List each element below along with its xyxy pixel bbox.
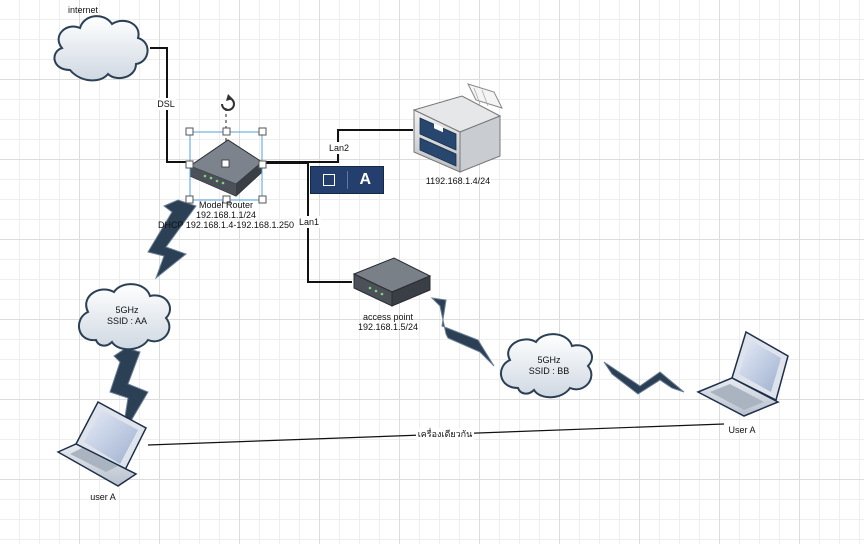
text-style-button[interactable]: A <box>348 167 384 193</box>
svg-text:Lan2: Lan2 <box>329 143 349 153</box>
router-label: Model Router 192.168.1.1/24 DHCP 192.168… <box>158 200 294 230</box>
internet-label: internet <box>68 5 99 15</box>
svg-text:192.168.1.1/24: 192.168.1.1/24 <box>196 210 256 220</box>
resize-handle-w[interactable] <box>185 160 194 169</box>
svg-text:Lan1: Lan1 <box>299 217 319 227</box>
cloud-bb-line1: 5GHz <box>537 355 561 365</box>
router-selection-box[interactable] <box>185 127 267 204</box>
cloud-aa-line1: 5GHz <box>115 305 139 315</box>
router-device[interactable] <box>189 108 263 197</box>
resize-handle-e[interactable] <box>258 160 267 169</box>
rotate-handle-icon[interactable] <box>221 94 235 111</box>
dsl-label: DSL <box>156 98 176 110</box>
laptop-right-device[interactable] <box>696 330 789 417</box>
svg-text:DSL: DSL <box>157 99 175 109</box>
resize-handle-s[interactable] <box>222 195 231 204</box>
laptop-left-device[interactable] <box>56 400 147 487</box>
svg-text:เครื่องเดียวกัน: เครื่องเดียวกัน <box>418 427 473 439</box>
svg-text:access point: access point <box>363 312 414 322</box>
resize-handle-ne[interactable] <box>258 127 267 136</box>
wireless-bolt-bb-userA[interactable] <box>603 361 685 395</box>
wifi-cloud-bb[interactable]: 5GHz SSID : BB <box>500 333 593 399</box>
wifi-cloud-aa[interactable]: 5GHz SSID : AA <box>78 283 171 351</box>
resize-handle-nw[interactable] <box>185 127 194 136</box>
resize-handle-n[interactable] <box>222 127 231 136</box>
toolbar-divider <box>346 171 348 189</box>
svg-text:DHCP 192.168.1.4-192.168.1.250: DHCP 192.168.1.4-192.168.1.250 <box>158 220 294 230</box>
cloud-bb-line2: SSID : BB <box>529 366 570 376</box>
svg-text:192.168.1.5/24: 192.168.1.5/24 <box>358 322 418 332</box>
printer-device[interactable] <box>412 83 503 173</box>
access-point-device[interactable] <box>352 257 432 307</box>
text-a-icon: A <box>359 171 372 188</box>
square-icon <box>322 174 335 186</box>
laptop-left-label: user A <box>90 492 116 502</box>
internet-cloud[interactable] <box>53 15 149 82</box>
shape-style-button[interactable] <box>311 167 347 193</box>
wireless-bolt-router-aa[interactable] <box>147 199 197 280</box>
floating-format-toolbar: A <box>310 166 384 194</box>
access-point-label: access point 192.168.1.5/24 <box>358 312 418 332</box>
lan2-label: Lan2 <box>327 142 351 154</box>
wireless-bolt-ap-bb[interactable] <box>430 297 495 367</box>
same-device-label: เครื่องเดียวกัน <box>416 427 474 440</box>
cloud-aa-line2: SSID : AA <box>107 316 147 326</box>
resize-handle-se[interactable] <box>258 195 267 204</box>
svg-text:Model Router: Model Router <box>199 200 253 210</box>
resize-handle-sw[interactable] <box>185 195 194 204</box>
lan1-label: Lan1 <box>297 216 321 228</box>
laptop-right-label: User A <box>728 425 755 435</box>
printer-label: 1192.168.1.4/24 <box>426 176 490 186</box>
